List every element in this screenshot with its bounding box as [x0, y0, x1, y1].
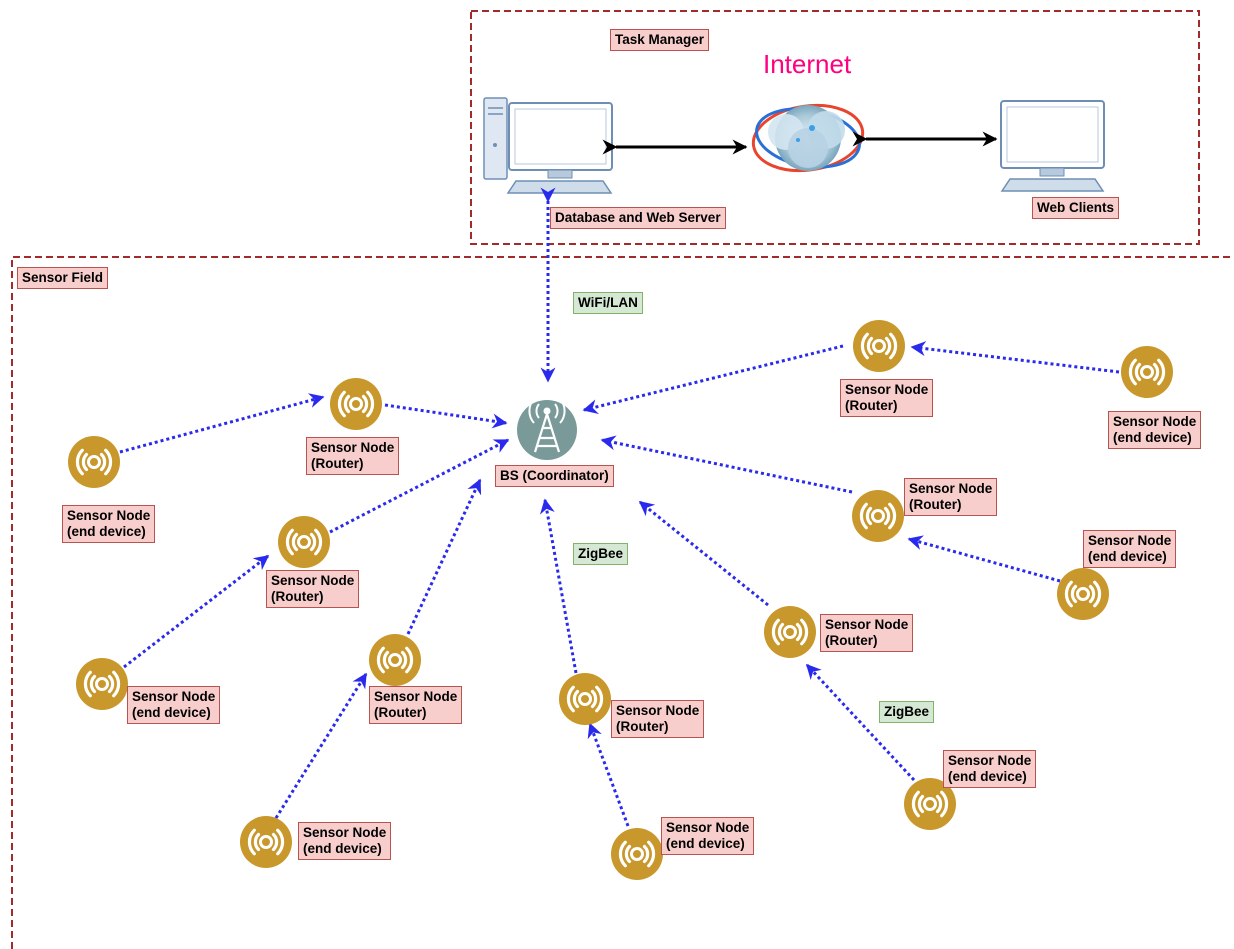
sensor-icon	[609, 826, 665, 882]
sensor-icon	[557, 671, 613, 727]
antenna-tower-icon	[517, 398, 577, 460]
task-manager-label: Task Manager	[610, 29, 710, 51]
sensor-node-label: Sensor Node(end device)	[1083, 530, 1177, 568]
sensor-node-label: Sensor Node(end device)	[127, 686, 221, 724]
sensor-icon	[74, 656, 130, 712]
sensor-node-label: Sensor Node(end device)	[1108, 411, 1202, 449]
sensor-node-label: Sensor Node(end device)	[62, 505, 156, 543]
zigbee-label: ZigBee	[879, 701, 935, 723]
computer-icon	[483, 97, 613, 194]
sensor-node-label: Sensor Node(Router)	[369, 686, 463, 724]
sensor-node-label: Sensor Node(end device)	[298, 822, 392, 860]
db-server-label: Database and Web Server	[550, 207, 726, 229]
sensor-icon	[1055, 566, 1111, 622]
sensor-icon	[762, 604, 818, 660]
sensor-node-label: Sensor Node(Router)	[904, 478, 998, 516]
sensor-node-label: Sensor Node(end device)	[661, 817, 755, 855]
sensor-icon	[238, 814, 294, 870]
sensor-icon	[850, 488, 906, 544]
sensor-node-label: Sensor Node(Router)	[266, 570, 360, 608]
internet-frame	[470, 10, 1200, 245]
internet-links	[602, 131, 998, 155]
zigbee-label: ZigBee	[573, 543, 629, 565]
sensor-node-label: Sensor Node(Router)	[306, 437, 400, 475]
sensor-icon	[851, 318, 907, 374]
sensor-icon	[66, 434, 122, 490]
sensor-node-label: Sensor Node(Router)	[611, 700, 705, 738]
wifi-lan-label: WiFi/LAN	[573, 292, 643, 314]
sensor-icon	[367, 632, 423, 688]
internet-title: Internet	[763, 49, 852, 79]
sensor-icon	[276, 514, 332, 570]
sensor-icon	[1119, 344, 1175, 400]
cloud-globe-icon	[751, 103, 865, 173]
sensor-node-label: Sensor Node(Router)	[840, 379, 934, 417]
zigbee-links	[119, 187, 1120, 827]
sensor-nodes	[66, 318, 1175, 882]
sensor-field-label: Sensor Field	[17, 267, 109, 289]
sensor-node-label: Sensor Node(end device)	[943, 750, 1037, 788]
sensor-node-label: Sensor Node(Router)	[820, 614, 914, 652]
bs-coordinator-label: BS (Coordinator)	[495, 465, 614, 487]
web-clients-label: Web Clients	[1032, 197, 1120, 219]
sensor-icon	[328, 376, 384, 432]
computer-icon	[1000, 100, 1105, 192]
